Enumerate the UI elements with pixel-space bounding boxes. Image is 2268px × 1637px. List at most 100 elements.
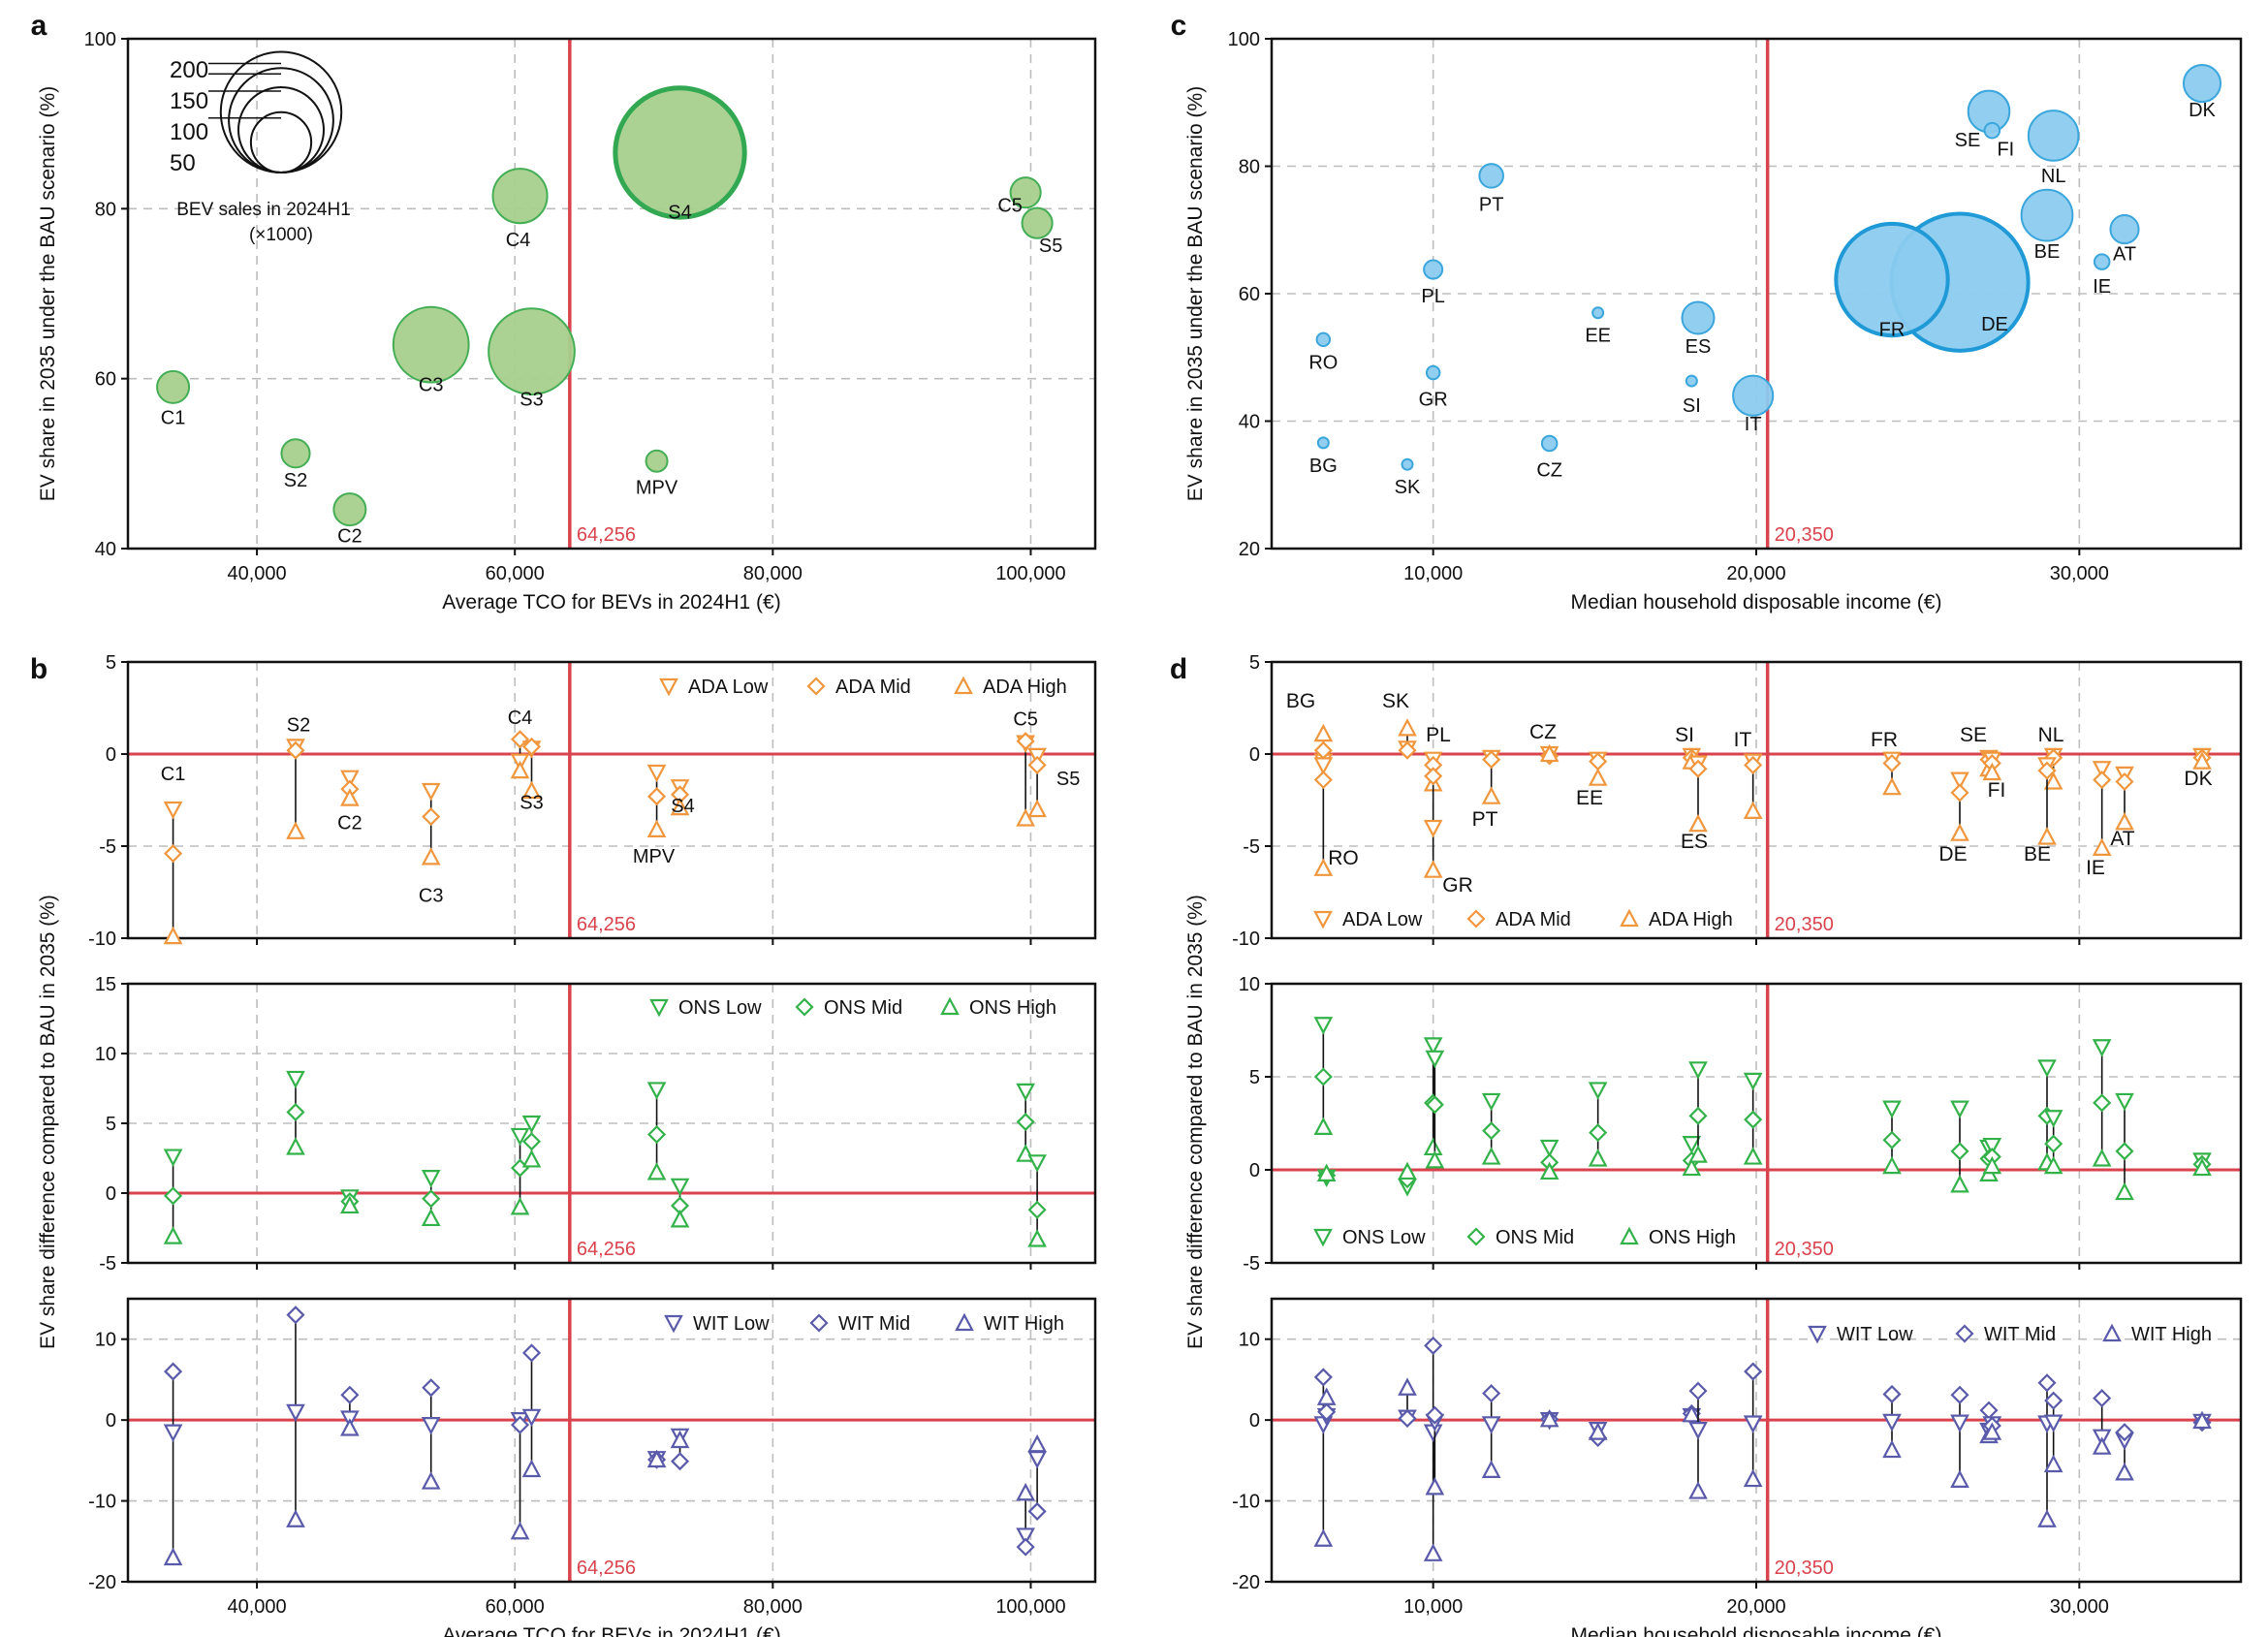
marker-high	[163, 1226, 183, 1244]
marker-high	[1539, 1161, 1559, 1181]
legend-label: WIT Low	[1837, 1324, 1913, 1345]
bubble-C2	[332, 492, 367, 527]
marker-low	[286, 1070, 305, 1089]
plot-frame	[126, 37, 1097, 551]
bubble-PL	[1423, 259, 1444, 280]
marker-low	[421, 1417, 441, 1435]
bubble-ES	[1681, 300, 1716, 335]
marker-high	[2092, 837, 2112, 857]
marker-high	[1588, 1422, 1608, 1440]
legend-marker	[1466, 909, 1486, 929]
bubble-CZ	[1540, 434, 1559, 453]
marker-high	[1481, 1460, 1501, 1478]
marker-high	[421, 1208, 441, 1227]
x-tick-label: 40,000	[227, 563, 286, 584]
marker-low	[521, 1408, 542, 1428]
marker-low	[340, 770, 360, 789]
bubble-S3	[488, 307, 576, 395]
marker-low	[2115, 1092, 2134, 1112]
x-tick-label: 10,000	[1403, 1596, 1463, 1618]
marker-mid	[1016, 1537, 1035, 1557]
y-axis-label: EV share difference compared to BAU in 2…	[37, 895, 59, 1349]
marker-low	[2037, 1059, 2057, 1078]
marker-high	[1982, 762, 2002, 781]
legend-label: WIT Mid	[1984, 1324, 2056, 1345]
marker-mid	[1950, 1385, 1969, 1404]
marker-low	[1313, 1017, 1334, 1035]
bubble-SI	[1685, 374, 1698, 388]
point-label: ES	[1681, 831, 1708, 853]
point-label: CZ	[1529, 721, 1557, 743]
size-legend-title: BEV sales in 2024H1	[176, 200, 351, 220]
point-label: DE	[1981, 314, 2008, 335]
x-tick-label: 100,000	[995, 1596, 1065, 1618]
marker-low	[1743, 1072, 1763, 1091]
marker-mid	[1589, 1123, 1608, 1143]
marker-high	[1016, 1482, 1035, 1501]
marker-mid	[1027, 755, 1047, 774]
marker-mid	[1688, 1106, 1708, 1125]
y-tick-label: 5	[106, 652, 116, 674]
marker-high	[646, 1449, 667, 1468]
marker-mid	[2093, 771, 2112, 790]
x-axis-label: Median household disposable income (€)	[1571, 1624, 1942, 1637]
marker-mid	[1027, 1501, 1047, 1521]
y-tick-label: 15	[95, 974, 116, 995]
marker-high	[1027, 1229, 1047, 1247]
y-axis-label: EV share in 2035 under the BAU scenario …	[1184, 86, 1207, 501]
marker-low	[421, 782, 441, 802]
marker-mid	[1688, 759, 1708, 778]
point-label: S4	[671, 796, 694, 817]
legend-label: ADA High	[983, 677, 1067, 698]
point-label: NL	[2038, 724, 2064, 746]
legend-marker	[809, 1313, 829, 1333]
bubble-S4	[613, 85, 747, 220]
marker-high	[421, 1471, 441, 1490]
bubble-MPV	[645, 449, 669, 473]
legend-label: ONS Low	[1342, 1227, 1426, 1248]
marker-high	[646, 1162, 667, 1181]
bubble-IE	[2093, 253, 2111, 270]
y-tick-label: 0	[106, 744, 116, 766]
marker-mid	[2093, 1389, 2112, 1408]
marker-low	[1423, 1037, 1443, 1055]
panel-label: c	[1171, 10, 1187, 42]
marker-mid	[286, 740, 305, 760]
y-tick-label: -10	[88, 1492, 116, 1513]
marker-high	[1982, 1155, 2002, 1175]
marker-high	[1016, 808, 1035, 827]
point-label: PT	[1472, 808, 1498, 831]
marker-high	[646, 819, 667, 838]
marker-mid	[2044, 1134, 2063, 1153]
legend-marker	[1620, 1226, 1639, 1245]
y-tick-label: 80	[1239, 157, 1260, 178]
legend-marker	[795, 997, 814, 1017]
marker-mid	[1882, 753, 1902, 773]
marker-low	[1027, 1154, 1047, 1173]
marker-mid	[2037, 1373, 2057, 1393]
legend-label: ONS High	[969, 997, 1056, 1019]
point-label: DE	[1938, 843, 1967, 866]
marker-high	[2043, 1454, 2063, 1473]
legend-marker	[2102, 1323, 2122, 1342]
marker-low	[1688, 1422, 1708, 1440]
bubble-BG	[1316, 436, 1330, 450]
marker-mid	[670, 1452, 690, 1471]
bubble-EE	[1591, 306, 1605, 320]
bubble-GR	[1425, 364, 1441, 381]
bubble-C5	[1009, 176, 1042, 209]
x-tick-label: 30,000	[2050, 563, 2109, 584]
marker-low	[1882, 1100, 1902, 1118]
plot-frame	[1270, 982, 2243, 1265]
marker-high	[1398, 718, 1417, 737]
y-tick-label: 0	[1249, 1410, 1260, 1432]
marker-mid	[1688, 1381, 1708, 1401]
threshold-label: 64,256	[577, 914, 636, 935]
x-tick-label: 20,000	[1726, 563, 1785, 584]
marker-mid	[647, 1124, 667, 1145]
x-tick-label: 80,000	[743, 1596, 803, 1618]
marker-high	[1950, 1175, 1969, 1193]
point-label: AT	[2113, 244, 2136, 266]
marker-mid	[1744, 1362, 1763, 1381]
marker-low	[2043, 1414, 2063, 1432]
